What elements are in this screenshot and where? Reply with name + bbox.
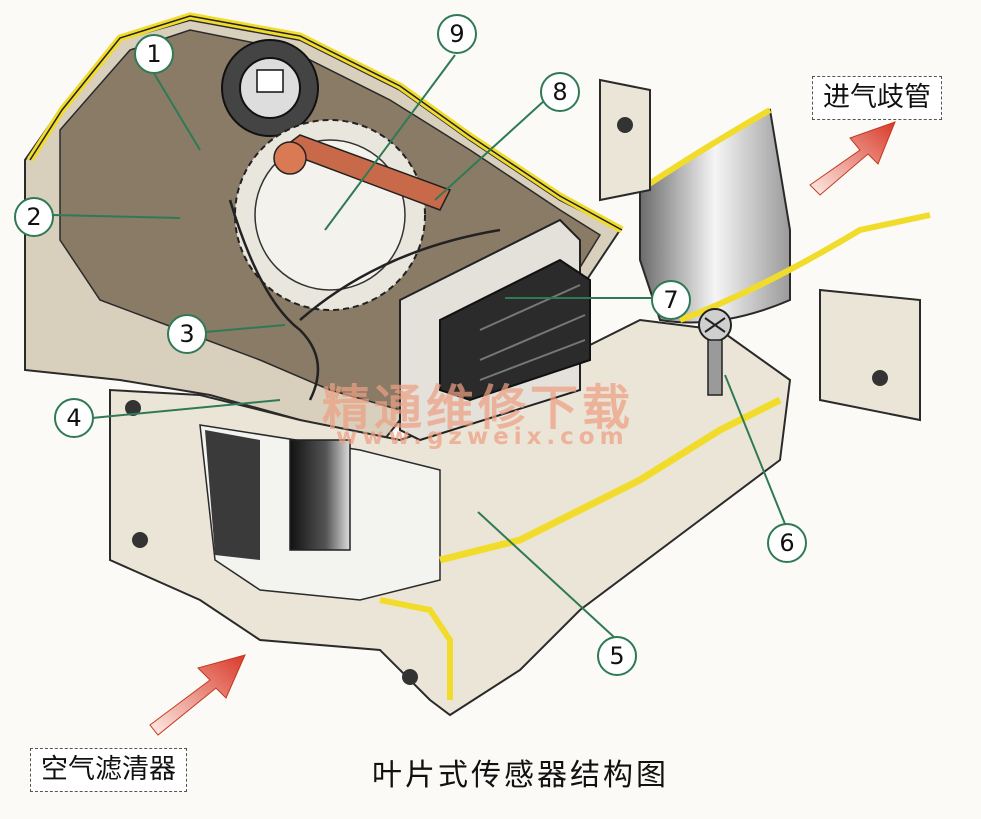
filter-arrow bbox=[149, 654, 246, 736]
leader-lines bbox=[51, 54, 786, 639]
inner-wall-shadow bbox=[205, 430, 260, 560]
callout-4: 4 bbox=[54, 398, 94, 438]
intake-arrow bbox=[809, 121, 896, 196]
watermark-url: www.gzweix.com bbox=[336, 424, 629, 450]
callout-1: 1 bbox=[134, 34, 174, 74]
callout-3: 3 bbox=[167, 314, 207, 354]
watermark-text: 精通维修下载 bbox=[322, 380, 635, 436]
callout-8: 8 bbox=[540, 72, 580, 112]
callout-2: 2 bbox=[14, 197, 54, 237]
callout-7: 7 bbox=[651, 280, 691, 320]
label-air-filter: 空气滤清器 bbox=[30, 748, 187, 792]
potentiometer-arm bbox=[278, 134, 452, 211]
wiring bbox=[228, 199, 320, 401]
label-intake-manifold: 进气歧管 bbox=[812, 76, 942, 120]
flange-right bbox=[819, 288, 921, 422]
callout-9: 9 bbox=[437, 14, 477, 54]
rim-bottom-left bbox=[379, 597, 453, 700]
lower-housing bbox=[109, 318, 792, 717]
diagram-title: 叶片式传感器结构图 bbox=[372, 758, 669, 793]
callout-6: 6 bbox=[767, 523, 807, 563]
connector bbox=[439, 258, 591, 402]
damping-chamber bbox=[289, 439, 351, 551]
callout-5: 5 bbox=[597, 636, 637, 676]
flange-left bbox=[599, 78, 651, 202]
lower-rim bbox=[439, 396, 782, 564]
